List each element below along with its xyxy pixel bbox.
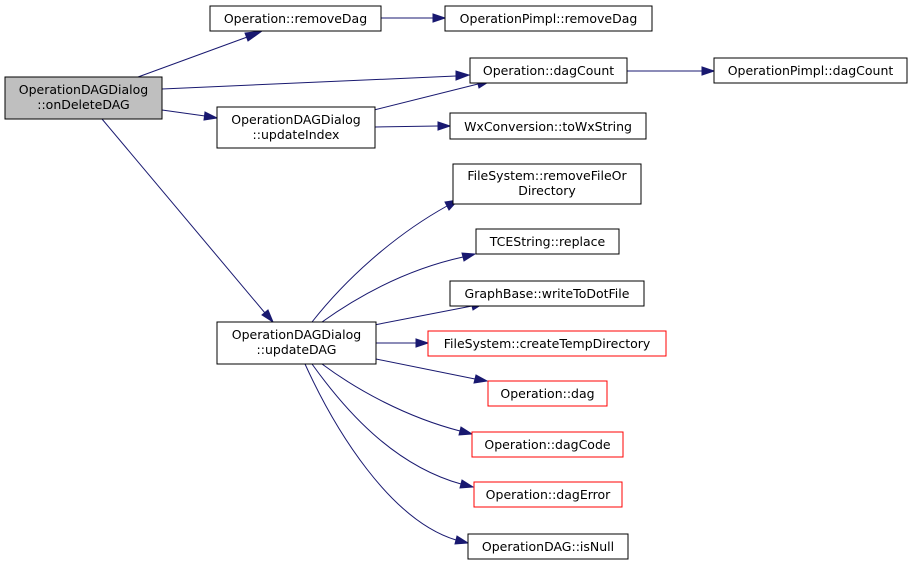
edge-updateDAG-to-isNull (304, 363, 470, 545)
node-tcestring-replace-label: TCEString::replace (489, 234, 606, 249)
node-updateIndex[interactable]: OperationDAGDialog ::updateIndex (216, 106, 376, 149)
edge-root-to-updateIndex (161, 109, 219, 121)
node-operation-dagError[interactable]: Operation::dagError (473, 481, 623, 508)
edge-updateIndex-to-op-dagCount (369, 79, 492, 112)
edge-updateDAG-to-op-dag (375, 358, 489, 384)
node-operation-removeDag-label: Operation::removeDag (224, 11, 367, 26)
node-operation-dagCount-label: Operation::dagCount (483, 63, 614, 78)
node-operation-dagCount[interactable]: Operation::dagCount (469, 57, 628, 84)
node-wxconversion-toWxString[interactable]: WxConversion::toWxString (449, 112, 647, 140)
node-operation-removeDag[interactable]: Operation::removeDag (209, 5, 382, 32)
edge-root-to-op-dagCount (161, 70, 471, 90)
edge-updateDAG-to-tce-replace (321, 252, 477, 323)
node-updateDAG[interactable]: OperationDAGDialog ::updateDAG (216, 321, 377, 365)
node-operationdag-isNull[interactable]: OperationDAG::isNull (467, 533, 629, 560)
node-operationdag-isNull-label: OperationDAG::isNull (482, 539, 614, 554)
node-filesystem-removeFileOrDirectory-line-1: FileSystem::removeFileOr (467, 168, 627, 183)
node-operationpimpl-removeDag-label: OperationPimpl::removeDag (460, 11, 638, 26)
edge-op-removeDag-to-pimpl-removeDag (381, 13, 447, 23)
node-operation-dagCode[interactable]: Operation::dagCode (471, 431, 624, 458)
node-updateIndex-line-2: ::updateIndex (253, 127, 340, 142)
node-operation-dag[interactable]: Operation::dag (487, 380, 608, 407)
node-root-line-1: OperationDAGDialog (19, 82, 148, 97)
node-operation-dagError-label: Operation::dagError (486, 487, 611, 502)
node-updateIndex-line-1: OperationDAGDialog (231, 112, 360, 127)
node-operation-dagCode-label: Operation::dagCode (484, 437, 610, 452)
node-operationpimpl-dagCount-label: OperationPimpl::dagCount (728, 63, 894, 78)
node-filesystem-removeFileOrDirectory[interactable]: FileSystem::removeFileOr Directory (452, 163, 642, 205)
node-updateDAG-line-2: ::updateDAG (257, 342, 337, 357)
node-wxconversion-toWxString-label: WxConversion::toWxString (464, 119, 632, 134)
node-filesystem-createTempDirectory[interactable]: FileSystem::createTempDirectory (427, 330, 667, 357)
node-graphbase-writeToDotFile-label: GraphBase::writeToDotFile (465, 286, 630, 301)
node-updateDAG-line-1: OperationDAGDialog (232, 327, 361, 342)
node-operation-dag-label: Operation::dag (500, 386, 594, 401)
node-root[interactable]: OperationDAGDialog ::onDeleteDAG (4, 76, 163, 120)
node-operationpimpl-removeDag[interactable]: OperationPimpl::removeDag (444, 5, 653, 32)
node-filesystem-removeFileOrDirectory-line-2: Directory (518, 183, 576, 198)
edge-updateIndex-to-toWxString (374, 121, 452, 131)
edge-updateDAG-to-op-dagError (311, 363, 475, 489)
node-filesystem-createTempDirectory-label: FileSystem::createTempDirectory (444, 336, 651, 351)
node-tcestring-replace[interactable]: TCEString::replace (475, 228, 620, 255)
edge-root-to-updateDAG (101, 118, 275, 324)
edge-updateDAG-to-removeFileOr (311, 199, 460, 323)
node-graphbase-writeToDotFile[interactable]: GraphBase::writeToDotFile (449, 280, 645, 307)
edge-updateDAG-to-createTempDir (376, 338, 430, 348)
node-root-line-2: ::onDeleteDAG (37, 97, 130, 112)
edge-root-to-op-removeDag (137, 30, 263, 78)
node-operationpimpl-dagCount[interactable]: OperationPimpl::dagCount (713, 57, 908, 84)
edge-op-dagCount-to-pimpl-dagCount (627, 66, 716, 76)
edge-updateDAG-to-op-dagCode (321, 363, 474, 436)
